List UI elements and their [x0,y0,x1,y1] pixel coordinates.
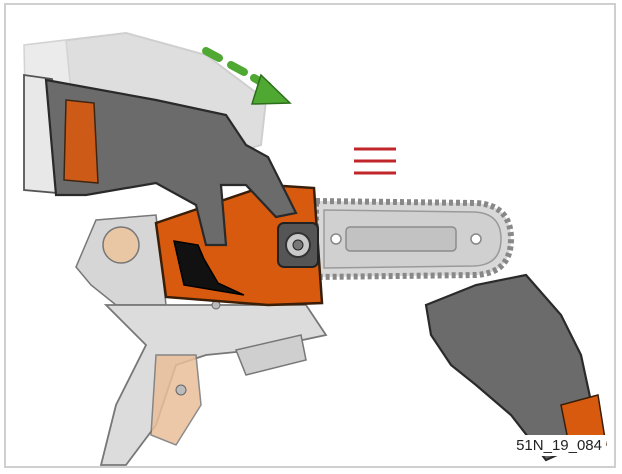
equal-marks-icon [354,149,396,173]
chainsaw-illustration [6,5,618,470]
figure-code-label: 51N_19_084 [512,435,606,456]
guide-bar [316,201,511,277]
chain-cover [156,185,322,305]
gloved-hand [426,275,606,460]
figure-frame: 51N_19_084 [4,3,616,468]
